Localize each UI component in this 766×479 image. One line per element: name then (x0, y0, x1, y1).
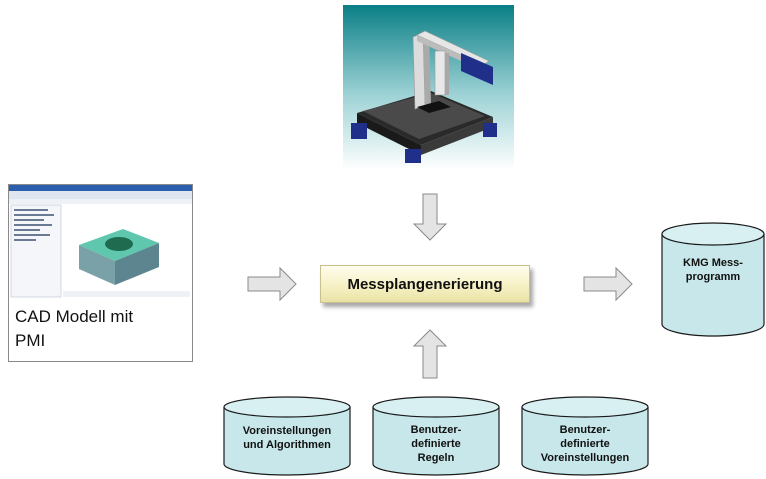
input-1-label: Voreinstellungen und Algorithmen (223, 424, 351, 452)
output-label-line2: programm (685, 271, 741, 283)
arrow-inputs-to-process (412, 329, 448, 379)
cad-screenshot (9, 185, 192, 299)
output-label: KMG Mess- programm (661, 256, 765, 284)
cad-caption-line2: PMI (15, 331, 46, 350)
process-box: Messplangenerierung (320, 265, 530, 303)
output-cylinder: KMG Mess- programm (661, 222, 765, 338)
input-3-line1: Benutzer- (559, 424, 611, 436)
cad-caption: CAD Modell mit PMI (15, 305, 185, 353)
input-cylinder-3: Benutzer- definierte Voreinstellungen (521, 396, 649, 476)
process-label: Messplangenerierung (347, 275, 503, 293)
input-1-line1: Voreinstellungen (242, 425, 332, 437)
input-2-line1: Benutzer- (410, 424, 462, 436)
input-2-line3: Regeln (417, 452, 455, 464)
input-cylinder-1: Voreinstellungen und Algorithmen (223, 396, 351, 476)
arrow-process-to-output (583, 266, 633, 302)
input-1-line2: und Algorithmen (243, 439, 331, 451)
arrow-cmm-to-process (412, 193, 448, 241)
output-label-line1: KMG Mess- (683, 257, 743, 269)
input-2-label: Benutzer- definierte Regeln (372, 423, 500, 465)
cad-model-card: CAD Modell mit PMI (8, 184, 193, 362)
input-2-line2: definierte (411, 438, 461, 450)
arrow-cad-to-process (247, 266, 297, 302)
input-3-line2: definierte (560, 438, 610, 450)
input-3-label: Benutzer- definierte Voreinstellungen (521, 423, 649, 465)
input-cylinder-2: Benutzer- definierte Regeln (372, 396, 500, 476)
input-3-line3: Voreinstellungen (540, 452, 630, 464)
cmm-machine-image (343, 5, 514, 170)
cad-caption-line1: CAD Modell mit (15, 307, 134, 326)
